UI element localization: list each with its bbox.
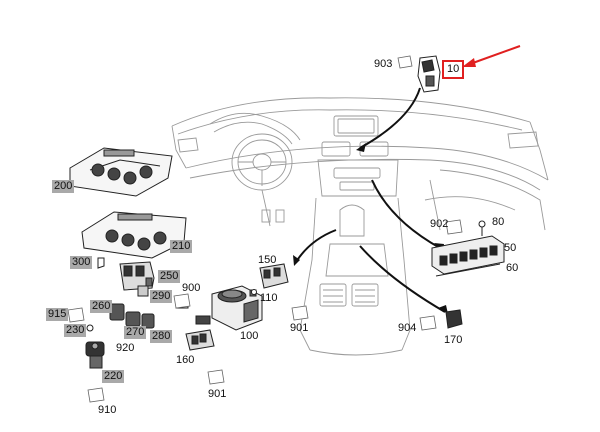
climate-panel-200 bbox=[69, 147, 173, 197]
callout-210: 210 bbox=[170, 240, 193, 253]
callout-110: 110 bbox=[260, 292, 278, 304]
callout-910: 910 bbox=[98, 404, 117, 416]
callout-280: 280 bbox=[150, 330, 173, 343]
callout-300: 300 bbox=[70, 256, 93, 269]
callout-250: 250 bbox=[158, 270, 181, 283]
callout-220: 220 bbox=[102, 370, 125, 383]
callout-903: 903 bbox=[374, 58, 393, 70]
connector-tags bbox=[67, 55, 463, 403]
callout-100: 100 bbox=[240, 330, 259, 342]
callout-915: 915 bbox=[46, 308, 69, 321]
switch-170 bbox=[445, 309, 463, 329]
callout-260: 260 bbox=[90, 300, 113, 313]
overhead-module bbox=[417, 55, 441, 93]
ignition-220 bbox=[85, 341, 105, 369]
arrow-to-control-panel bbox=[371, 179, 441, 249]
rotary-controller-100 bbox=[211, 285, 263, 331]
switch-block-250 bbox=[119, 261, 155, 291]
dashboard-outline bbox=[171, 97, 549, 356]
callout-50: 50 bbox=[504, 242, 517, 254]
callout-160: 160 bbox=[176, 354, 195, 366]
arrow-to-overhead-module bbox=[359, 87, 421, 149]
callout-150: 150 bbox=[258, 254, 277, 266]
arrow-heads bbox=[293, 143, 448, 314]
callout-170: 170 bbox=[444, 334, 463, 346]
arrow-to-switch-150 bbox=[295, 229, 337, 263]
callout-270: 270 bbox=[124, 326, 147, 339]
callout-902: 902 bbox=[430, 218, 449, 230]
callout-200: 200 bbox=[52, 180, 75, 193]
control-panel-50 bbox=[431, 220, 505, 277]
callout-900: 900 bbox=[182, 282, 201, 294]
pointer-arrows bbox=[295, 87, 446, 313]
callout-901-top: 901 bbox=[290, 322, 309, 334]
arrow-to-switch-170 bbox=[359, 245, 446, 313]
switch-160 bbox=[185, 329, 215, 351]
callout-80: 80 bbox=[492, 216, 505, 228]
callout-290: 290 bbox=[150, 290, 173, 303]
callout-920: 920 bbox=[116, 342, 135, 354]
callout-230: 230 bbox=[64, 324, 87, 337]
callout-60: 60 bbox=[506, 262, 519, 274]
fixings bbox=[86, 257, 257, 332]
highlight-arrow bbox=[462, 45, 521, 67]
callout-901-bottom: 901 bbox=[208, 388, 227, 400]
callout-10: 10 bbox=[442, 60, 465, 79]
callout-904: 904 bbox=[398, 322, 417, 334]
